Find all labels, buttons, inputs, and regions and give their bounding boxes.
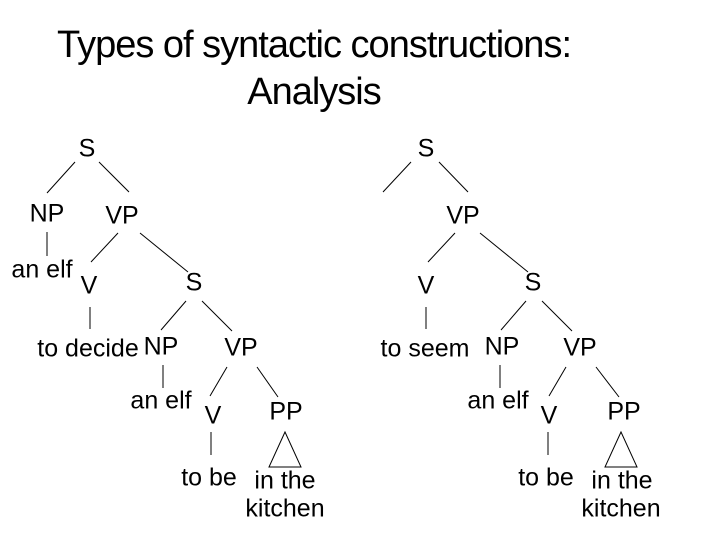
right-s-embedded-to-vp-edge <box>541 300 573 332</box>
right-np-embedded-label: NP <box>484 332 520 361</box>
right-s-embedded-to-np-edge <box>500 300 527 331</box>
right-v-embedded-label: V <box>540 401 558 430</box>
left-s-embedded-label: S <box>185 268 203 297</box>
slide-title-line1: Types of syntactic constructions: <box>56 24 572 66</box>
left-v-embedded-label: V <box>204 401 222 430</box>
right-v-main-label: V <box>417 271 435 300</box>
right-s-root-empty-branch-edge <box>382 161 412 193</box>
right-pp-triangle <box>604 430 638 468</box>
left-vp-embedded-to-v-edge <box>209 366 228 397</box>
left-vp-to-s-embedded-edge <box>139 232 189 273</box>
left-np-embedded-label: NP <box>143 332 179 361</box>
right-vp-main-label: VP <box>446 201 480 230</box>
left-s-root-to-vp-edge <box>98 161 130 193</box>
left-pp-label: PP <box>269 397 303 426</box>
left-s-root-to-np-edge <box>46 161 76 194</box>
left-s-embedded-to-np-edge <box>160 300 187 331</box>
left-vp-main-label: VP <box>105 201 139 230</box>
slide-title: Types of syntactic constructions: Analys… <box>0 22 628 116</box>
right-vp-embedded-to-v-edge <box>548 366 567 397</box>
right-pp-word-line1: in the <box>591 466 653 495</box>
left-vp-to-v-edge <box>90 232 119 263</box>
right-vp-to-s-embedded-edge <box>479 232 529 273</box>
right-v-embedded-word: to be <box>518 463 574 492</box>
right-s-embedded-label: S <box>524 268 542 297</box>
left-np-subject-word: an elf <box>11 255 73 284</box>
right-vp-to-v-edge <box>427 232 456 263</box>
left-pp-word-line2: kitchen <box>245 494 325 523</box>
left-s-root-label: S <box>78 134 96 163</box>
left-v-main-label: V <box>80 271 98 300</box>
right-pp-label: PP <box>607 397 641 426</box>
right-vp-embedded-to-pp-edge <box>595 366 620 398</box>
slide-title-line2: Analysis <box>247 71 382 113</box>
left-vp-embedded-label: VP <box>224 333 258 362</box>
left-np-subject-label: NP <box>29 199 65 228</box>
left-v-main-word: to decide <box>37 334 139 363</box>
left-pp-triangle <box>268 430 302 468</box>
left-s-embedded-to-vp-edge <box>201 300 233 332</box>
right-s-root-to-vp-edge <box>438 161 469 193</box>
right-pp-word-line2: kitchen <box>581 494 661 523</box>
left-vp-embedded-to-pp-edge <box>256 366 279 398</box>
left-v-embedded-word: to be <box>181 463 237 492</box>
left-pp-word-line1: in the <box>254 466 316 495</box>
right-vp-embedded-label: VP <box>563 333 597 362</box>
right-s-root-label: S <box>417 134 435 163</box>
left-np-embedded-word: an elf <box>130 386 192 415</box>
right-v-main-word: to seem <box>380 334 470 363</box>
right-np-embedded-word: an elf <box>467 386 529 415</box>
